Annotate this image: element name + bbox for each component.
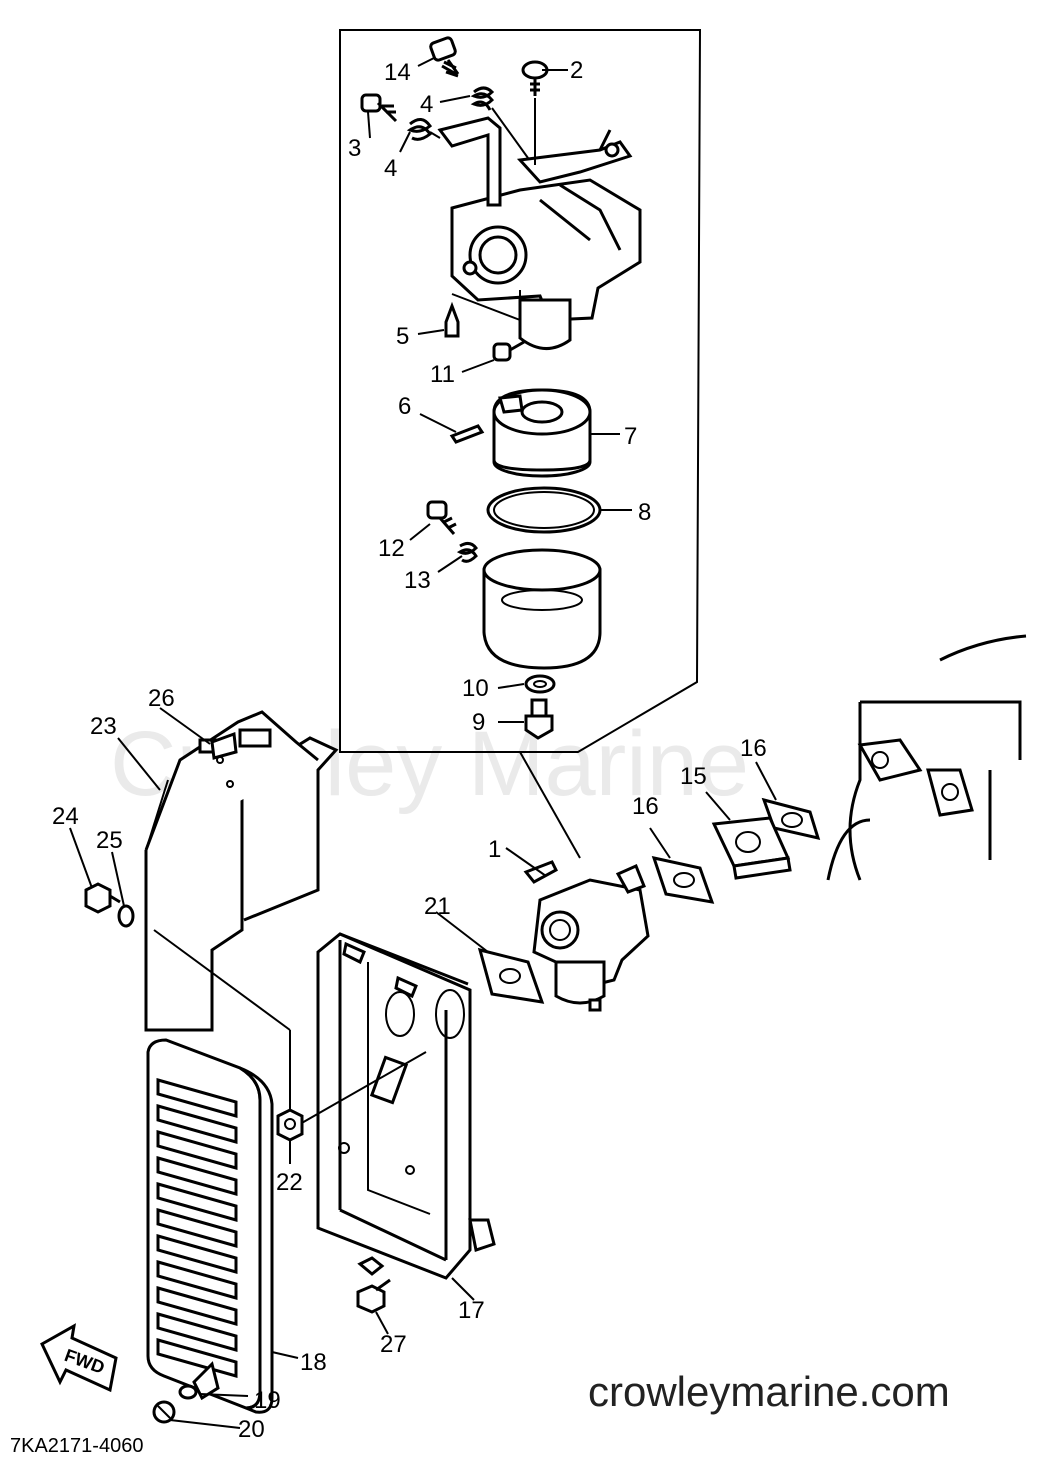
vent-slot: [156, 1104, 238, 1144]
part-label-8: 8: [638, 499, 651, 526]
spring-13-icon: [456, 541, 478, 563]
carburetor-detail-box: [339, 29, 702, 753]
part-label-13: 13: [404, 567, 431, 594]
clip-26-icon: [210, 731, 238, 760]
site-url: crowleymarine.com: [588, 1368, 950, 1415]
gasket-ring-8-icon: [486, 486, 602, 534]
part-label-2: 2: [570, 57, 583, 84]
spring-4-lower-icon: [406, 118, 441, 141]
part-label-5: 5: [396, 323, 409, 350]
diagram-code: 7KA2171-4060: [10, 1435, 143, 1457]
screw-12-icon: [426, 500, 457, 535]
vent-slot: [156, 1312, 238, 1352]
part-label-21: 21: [424, 893, 451, 920]
filter-cover-vents: [156, 1078, 238, 1378]
needle-5-icon: [444, 301, 460, 338]
part-label-12: 12: [378, 535, 405, 562]
leader-line: [491, 107, 529, 159]
part-number-labels: 1 2 3 4 4 5 6 7 8 9 10 11 12 13 14 15 16…: [52, 57, 767, 1443]
filter-cover-tab: [192, 1361, 220, 1401]
vent-slot: [156, 1260, 238, 1300]
carburetor-body-detail: [437, 116, 642, 350]
part-label-6: 6: [398, 393, 411, 420]
part-label-27: 27: [380, 1331, 407, 1358]
bolt-27-stud-icon: [357, 1256, 385, 1276]
leader-line: [299, 1051, 427, 1125]
vent-slot: [156, 1286, 238, 1326]
leader-line: [451, 293, 521, 321]
drain-bolt-9-icon: [524, 698, 554, 740]
part-label-14: 14: [384, 59, 411, 86]
screw-2-icon: [521, 60, 549, 96]
screw-11-icon: [492, 340, 525, 362]
washer-19-icon: [178, 1384, 198, 1400]
vent-slot: [156, 1208, 238, 1248]
part-label-16-lower: 16: [632, 793, 659, 820]
part-label-24: 24: [52, 803, 79, 830]
part-label-22: 22: [276, 1169, 303, 1196]
part-label-9: 9: [472, 709, 485, 736]
bolt-24-icon: [84, 882, 121, 914]
part-label-10: 10: [462, 675, 489, 702]
part-label-16-upper: 16: [740, 735, 767, 762]
part-label-19: 19: [254, 1387, 281, 1414]
part-label-3: 3: [348, 135, 361, 162]
part-label-25: 25: [96, 827, 123, 854]
vent-slot: [156, 1078, 238, 1118]
part-label-15: 15: [680, 763, 707, 790]
callout-leaders: [69, 57, 777, 1429]
vent-slot: [156, 1156, 238, 1196]
pin-6-icon: [449, 424, 485, 444]
part-label-18: 18: [300, 1349, 327, 1376]
spring-4-upper-icon: [470, 86, 495, 111]
part-label-4-lower: 4: [384, 155, 397, 182]
screw-20-icon: [152, 1400, 176, 1424]
screw-14-icon: [429, 36, 460, 78]
detail-leader-line: [519, 751, 581, 859]
vent-slot: [156, 1338, 238, 1378]
part-label-1: 1: [488, 836, 501, 863]
part-label-11: 11: [430, 361, 455, 388]
engine-block-icon: [826, 634, 1027, 881]
screw-3-icon: [360, 93, 398, 123]
gasket-16-lower-icon: [651, 855, 715, 904]
part-label-7: 7: [624, 423, 637, 450]
leader-line: [153, 929, 291, 1031]
gasket-21-icon: [477, 947, 545, 1004]
washer-10-icon: [524, 674, 556, 694]
part-label-17: 17: [458, 1297, 485, 1324]
float-bowl-icon: [482, 548, 602, 670]
vent-slot: [156, 1234, 238, 1274]
carburetor-assembly-1-icon: [523, 860, 650, 1012]
washer-25-icon: [117, 904, 135, 928]
part-label-26: 26: [148, 685, 175, 712]
insulator-15-icon: [711, 816, 792, 880]
part-label-4-upper: 4: [420, 91, 433, 118]
vent-slot: [156, 1182, 238, 1222]
part-label-20: 20: [238, 1416, 265, 1443]
part-label-23: 23: [90, 713, 117, 740]
vent-slot: [156, 1130, 238, 1170]
air-filter-case-17-icon: [316, 932, 496, 1280]
nut-22-icon: [276, 1108, 304, 1142]
bolt-27-icon: [356, 1278, 391, 1314]
forward-direction-arrow-icon: FWD: [40, 1323, 118, 1393]
float-7-icon: [492, 388, 592, 478]
